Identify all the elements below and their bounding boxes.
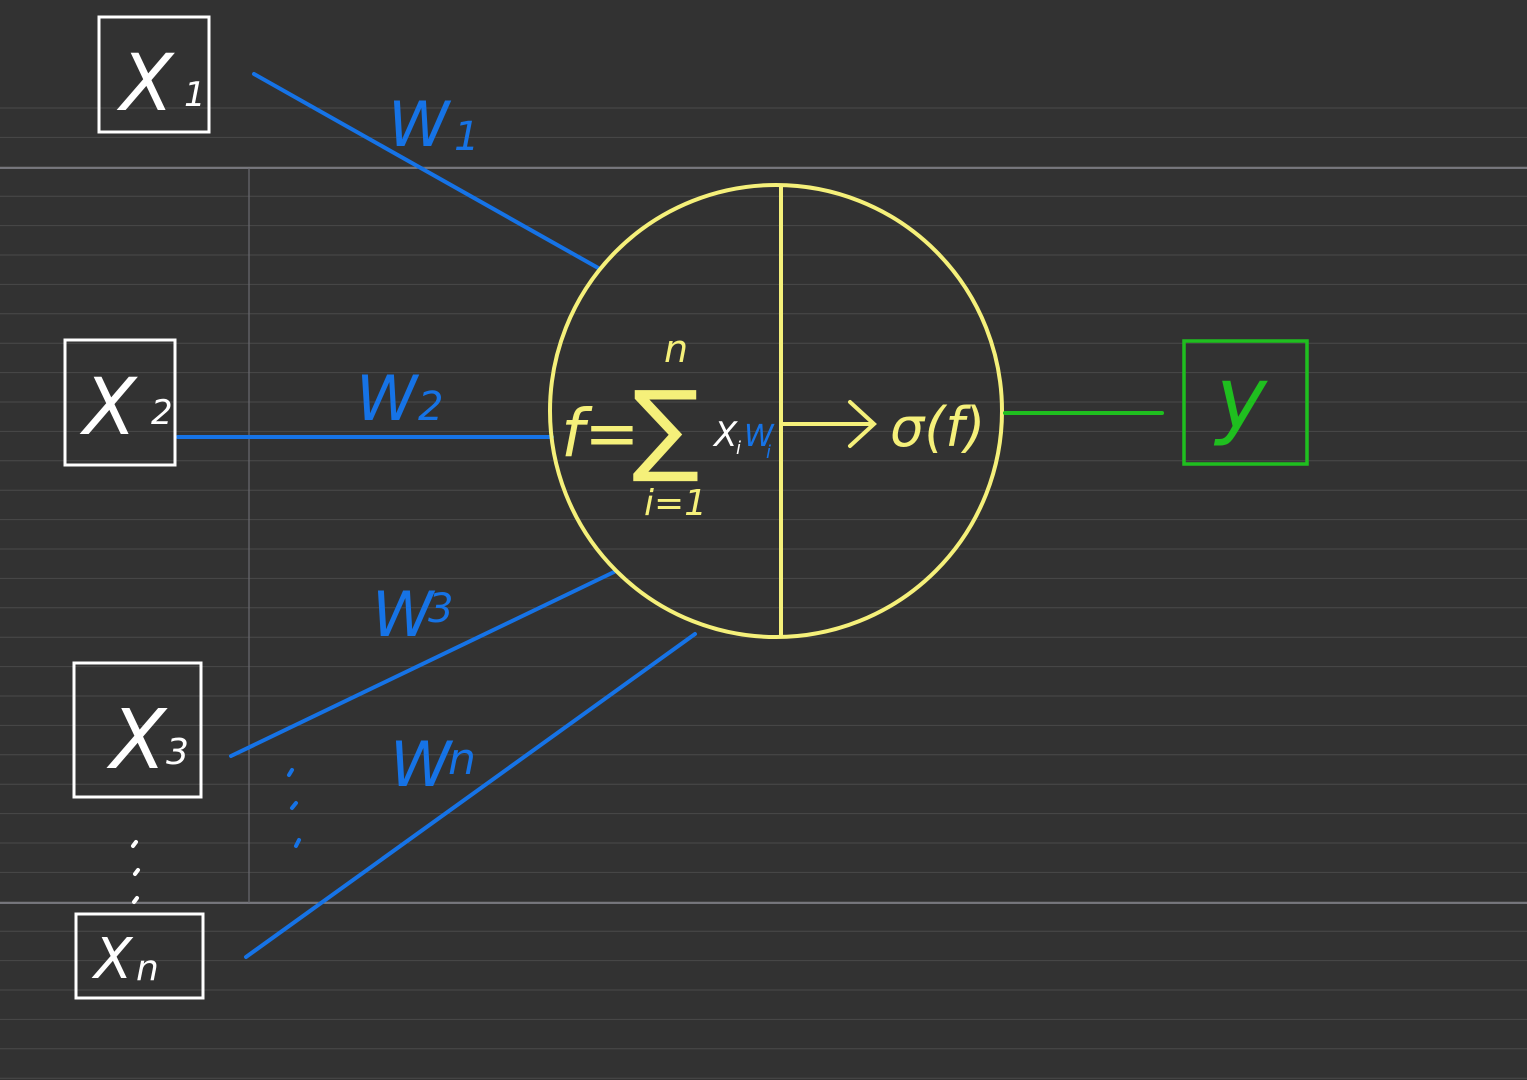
neuron: f= ∑ n i=1 X i W i σ(f) [548, 183, 1004, 639]
input-box [63, 338, 177, 467]
sum-symbol: ∑ [632, 369, 699, 486]
weight-label: W [390, 728, 454, 801]
weight-subscript: 2 [418, 384, 443, 430]
input-label: X [79, 363, 138, 453]
neuron-circle [548, 183, 1004, 639]
ruled-lines [0, 107, 1527, 1079]
input-ellipsis [131, 840, 140, 904]
weight-label: W [356, 362, 420, 435]
input-box [97, 15, 211, 134]
connection-xn [244, 632, 697, 959]
input-label: X [91, 927, 134, 992]
sum-term-x: X [712, 415, 738, 455]
input-x3: X 3 [72, 661, 203, 799]
weight-subscript: n [448, 734, 476, 785]
weight-ellipsis [287, 768, 301, 848]
weight-subscript: 3 [428, 586, 453, 632]
weight-w3: W 3 [372, 578, 453, 651]
activation-function: σ(f) [890, 396, 985, 459]
sum-term-w-subscript: i [766, 442, 771, 463]
sum-term-x-subscript: i [736, 438, 741, 459]
sum-lhs: f= [561, 395, 640, 472]
input-x1: X 1 [97, 15, 211, 134]
sum-term-w: W [744, 419, 775, 454]
output-box [1182, 339, 1309, 466]
output-label: y [1213, 349, 1268, 449]
weight-w1: W 1 [388, 88, 479, 161]
weight-label: W [372, 578, 436, 651]
input-subscript: 1 [184, 75, 206, 115]
input-box [72, 661, 203, 799]
weight-connections [176, 72, 697, 959]
input-box [74, 912, 205, 1000]
input-x2: X 2 [63, 338, 177, 467]
output-y: y [1182, 339, 1309, 466]
input-xn: X n [74, 912, 205, 1000]
weight-subscript: 1 [454, 114, 479, 160]
weight-w2: W 2 [356, 362, 443, 435]
input-subscript: 3 [166, 732, 189, 773]
input-label: X [106, 693, 168, 788]
connection-x1 [252, 72, 602, 271]
input-label: X [116, 39, 175, 129]
input-subscript: n [136, 948, 159, 989]
activation-arrow [779, 400, 877, 448]
weight-label: W [388, 88, 452, 161]
input-subscript: 2 [151, 393, 173, 433]
sum-upper-limit: n [664, 327, 688, 371]
connection-x3 [229, 570, 616, 758]
weight-wn: W n [390, 728, 476, 801]
sum-lower-limit: i=1 [644, 483, 707, 524]
